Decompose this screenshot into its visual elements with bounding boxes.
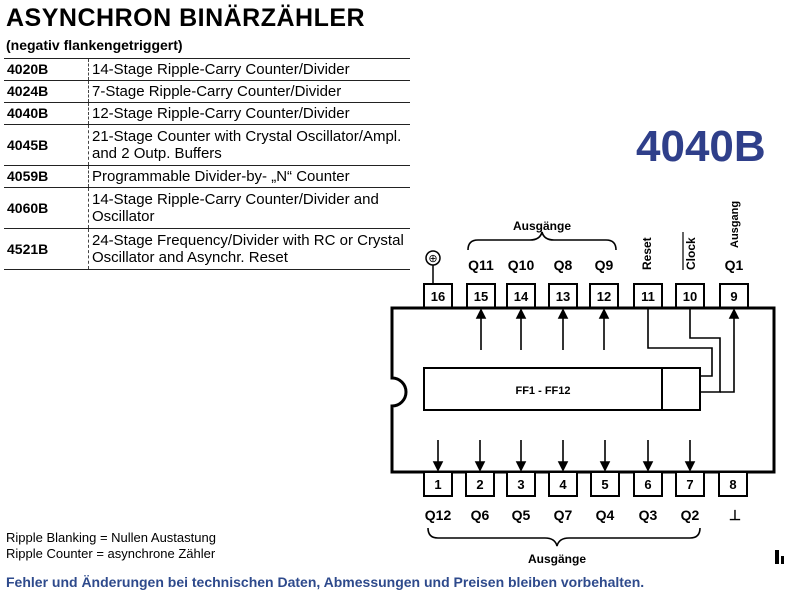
pin-number: 2 (476, 477, 483, 492)
pin-label-ausgang: Ausgang (729, 201, 741, 248)
chip-name-heading: 4040B (636, 122, 766, 171)
pin-1 (423, 471, 453, 497)
pin-6 (633, 471, 663, 497)
top-output-arrows (475, 308, 740, 350)
pin-14 (506, 283, 536, 309)
bottom-output-arrows (432, 440, 696, 472)
page-title: ASYNCHRON BINÄRZÄHLER (6, 4, 366, 32)
pin-5 (590, 471, 620, 497)
pin-16 (423, 283, 453, 309)
ic-description: 21-Stage Counter with Crystal Oscillator… (88, 124, 410, 166)
pin-3 (506, 471, 536, 497)
ic-description: 12-Stage Ripple-Carry Counter/Divider (88, 102, 410, 125)
pin-label-q10: Q10 (508, 257, 535, 273)
table-row: 4059B Programmable Divider-by- „N“ Count… (4, 165, 410, 188)
pin-number: 3 (517, 477, 524, 492)
bottom-outputs-label: Ausgänge (528, 552, 586, 566)
pin-number: 12 (597, 289, 611, 304)
ground-icon: ⊥ (729, 507, 741, 523)
bottom-outputs-brace (427, 527, 701, 547)
ic-description: Programmable Divider-by- „N“ Counter (88, 165, 410, 188)
table-row: 4521B 24-Stage Frequency/Divider with RC… (4, 228, 410, 270)
pin-number: 4 (559, 477, 567, 492)
top-outputs-label: Ausgänge (513, 219, 571, 233)
pin-4 (548, 471, 578, 497)
table-row: 4024B 7-Stage Ripple-Carry Counter/Divid… (4, 80, 410, 103)
table-row: 4020B 14-Stage Ripple-Carry Counter/Divi… (4, 58, 410, 81)
ic-code: 4059B (4, 165, 89, 188)
ic-code: 4024B (4, 80, 89, 103)
ic-description: 14-Stage Ripple-Carry Counter/Divider an… (88, 187, 410, 229)
pin-2 (465, 471, 495, 497)
pin-number: 11 (641, 289, 655, 304)
disclaimer-footer: Fehler und Änderungen bei technischen Da… (6, 574, 645, 590)
ic-description: 24-Stage Frequency/Divider with RC or Cr… (88, 228, 410, 270)
pin-label-q1: Q1 (725, 257, 744, 273)
ic-code: 4020B (4, 58, 89, 81)
ic-description: 7-Stage Ripple-Carry Counter/Divider (88, 80, 410, 103)
pin-number: 10 (683, 289, 697, 304)
clock-input-block (661, 367, 701, 411)
pin-number: 5 (601, 477, 608, 492)
top-outputs-brace (467, 231, 617, 251)
note-ripple-blanking: Ripple Blanking = Nullen Austastung (6, 530, 216, 545)
pin-label-q9: Q9 (595, 257, 614, 273)
ic-code: 4045B (4, 124, 89, 166)
note-ripple-counter: Ripple Counter = asynchrone Zähler (6, 546, 216, 561)
pin-number: 15 (474, 289, 488, 304)
vdd-symbol: ⊕ (425, 250, 441, 284)
pin-number: 9 (730, 289, 737, 304)
pin-label-q8: Q8 (554, 257, 573, 273)
pin-label-clock: Clock (684, 237, 698, 270)
pin-number: 7 (686, 477, 693, 492)
table-row: 4045B 21-Stage Counter with Crystal Osci… (4, 124, 410, 166)
pin-label-q2: Q2 (681, 507, 700, 523)
pin-8 (718, 471, 748, 497)
ic-code: 4521B (4, 228, 89, 270)
svg-text:⊕: ⊕ (428, 253, 437, 265)
pin-number: 13 (556, 289, 570, 304)
table-row: 4060B 14-Stage Ripple-Carry Counter/Divi… (4, 187, 410, 229)
counter-block-label: FF1 - FF12 (515, 385, 570, 397)
pin-label-reset: Reset (640, 237, 654, 270)
control-wiring (647, 308, 735, 393)
pin-12 (589, 283, 619, 309)
pin-label-q6: Q6 (471, 507, 490, 523)
ic-code: 4040B (4, 102, 89, 125)
pin-label-q3: Q3 (639, 507, 658, 523)
table-row: 4040B 12-Stage Ripple-Carry Counter/Divi… (4, 102, 410, 125)
pin-label-q4: Q4 (596, 507, 615, 523)
pin-15 (466, 283, 496, 309)
pin-label-q11: Q11 (468, 257, 494, 273)
pin-label-q5: Q5 (512, 507, 531, 523)
pin-label-q12: Q12 (425, 507, 452, 523)
pin-number: 1 (434, 477, 441, 492)
ic-code: 4060B (4, 187, 89, 229)
ic-table: 4020B 14-Stage Ripple-Carry Counter/Divi… (4, 58, 410, 270)
page-subtitle: (negativ flankengetriggert) (6, 37, 183, 53)
corner-mark (775, 550, 784, 564)
pin-label-q7: Q7 (554, 507, 573, 523)
pin-number: 6 (644, 477, 651, 492)
ic-description: 14-Stage Ripple-Carry Counter/Divider (88, 58, 410, 81)
pin-number: 8 (729, 477, 736, 492)
pin-number: 16 (431, 289, 445, 304)
pin-7 (675, 471, 705, 497)
pin-number: 14 (514, 289, 529, 304)
